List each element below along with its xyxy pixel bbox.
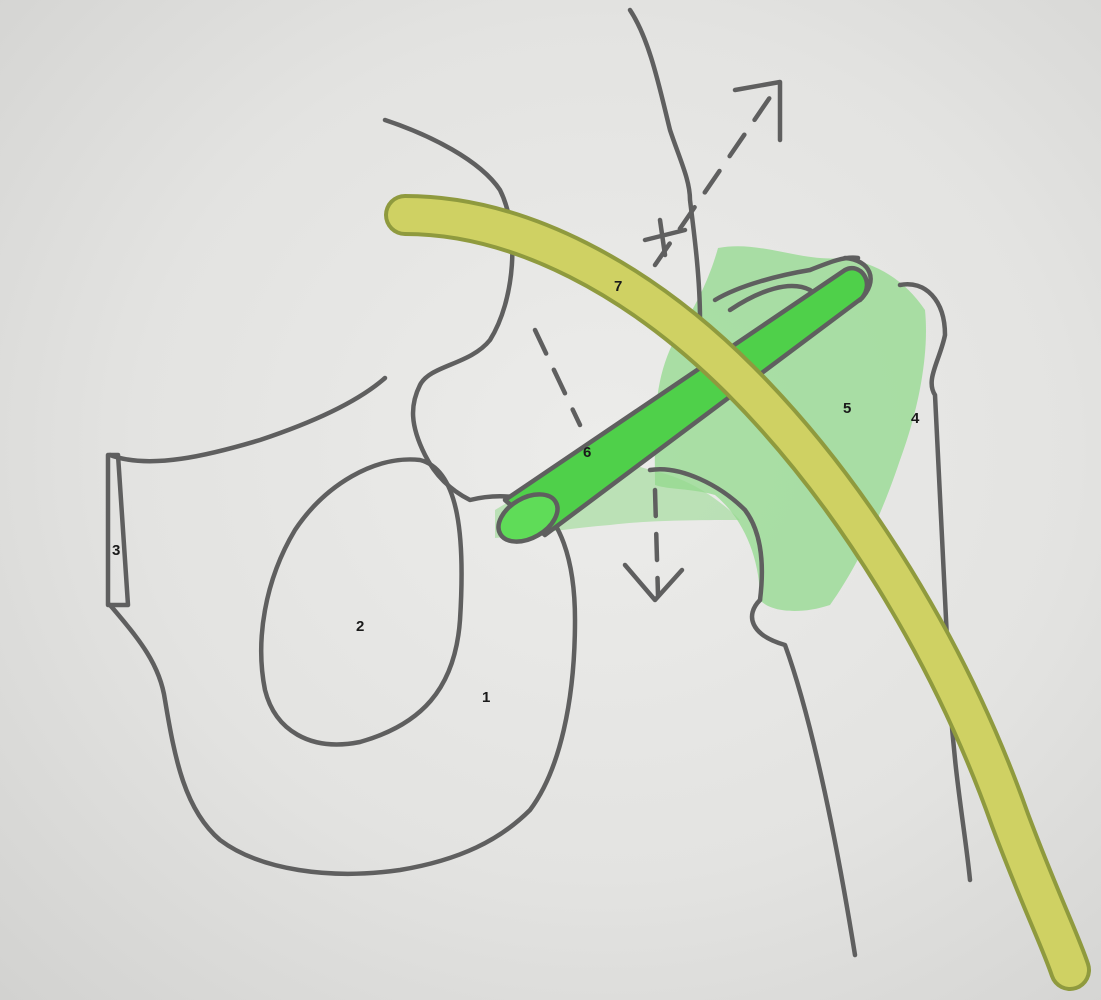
label-2: 2: [356, 618, 364, 635]
arrow-down-head: [625, 565, 682, 600]
label-3: 3: [112, 542, 120, 559]
obturator-foramen-outline: [261, 459, 461, 744]
arrow-up-right-head: [735, 82, 780, 140]
femur-outline-left: [752, 600, 855, 955]
label-6: 6: [583, 444, 591, 461]
label-4: 4: [911, 410, 920, 427]
arrow-down-shaft: [655, 490, 658, 595]
dashed-left-line: [535, 330, 580, 425]
label-1: 1: [482, 689, 490, 706]
ilium-upper-edge: [110, 378, 385, 461]
crest-segment: [108, 455, 128, 605]
label-5: 5: [843, 400, 851, 417]
label-7: 7: [614, 278, 622, 295]
arrow-up-right-shaft: [655, 90, 775, 265]
